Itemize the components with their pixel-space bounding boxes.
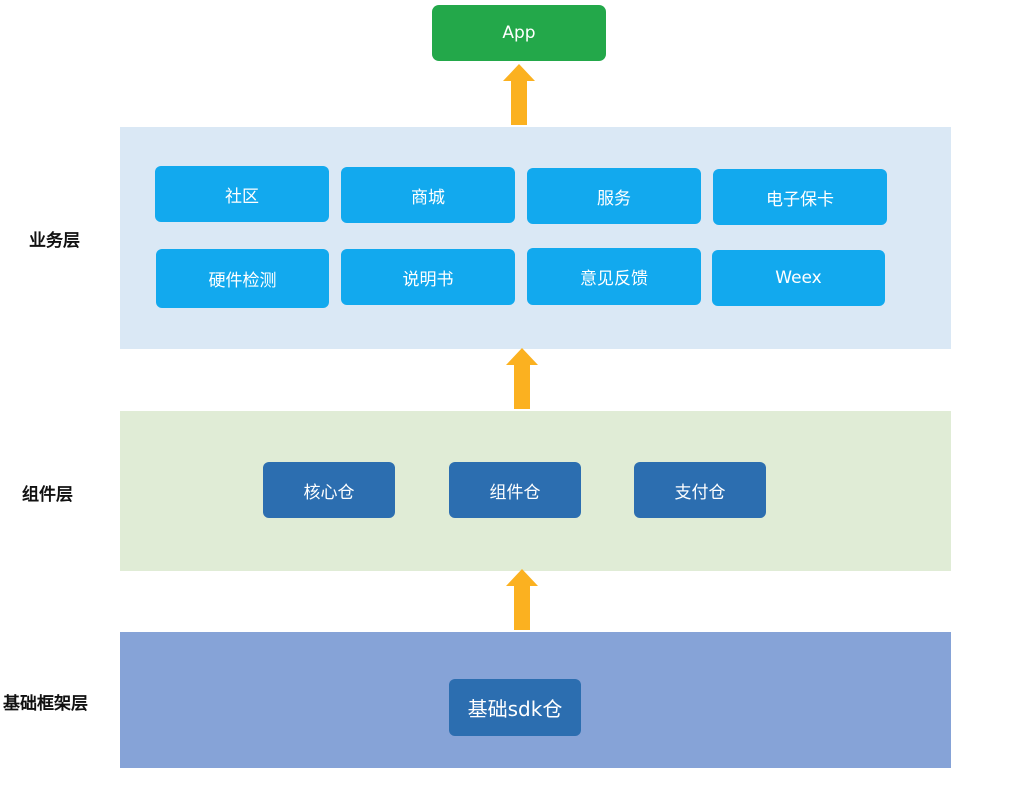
module-weex: Weex <box>712 250 885 306</box>
app-box: App <box>432 5 606 61</box>
business-layer-label: 业务层 <box>29 231 80 251</box>
module-community: 社区 <box>155 166 329 222</box>
arrow-up-icon <box>503 64 535 125</box>
foundation-layer-label: 基础框架层 <box>3 694 88 714</box>
component-layer-label: 组件层 <box>22 485 73 505</box>
module-hardware-check: 硬件检测 <box>156 249 329 308</box>
app-label: App <box>502 23 536 43</box>
module-service: 服务 <box>527 168 701 224</box>
arrow-up-icon <box>506 569 538 630</box>
module-payment-repo: 支付仓 <box>634 462 766 518</box>
module-mall: 商城 <box>341 167 515 223</box>
module-e-warranty: 电子保卡 <box>713 169 887 225</box>
module-feedback: 意见反馈 <box>527 248 701 305</box>
module-core-repo: 核心仓 <box>263 462 395 518</box>
business-layer-band <box>120 127 951 349</box>
module-base-sdk-repo: 基础sdk仓 <box>449 679 581 736</box>
arrow-up-icon <box>506 348 538 409</box>
module-manual: 说明书 <box>341 249 515 305</box>
module-component-repo: 组件仓 <box>449 462 581 518</box>
